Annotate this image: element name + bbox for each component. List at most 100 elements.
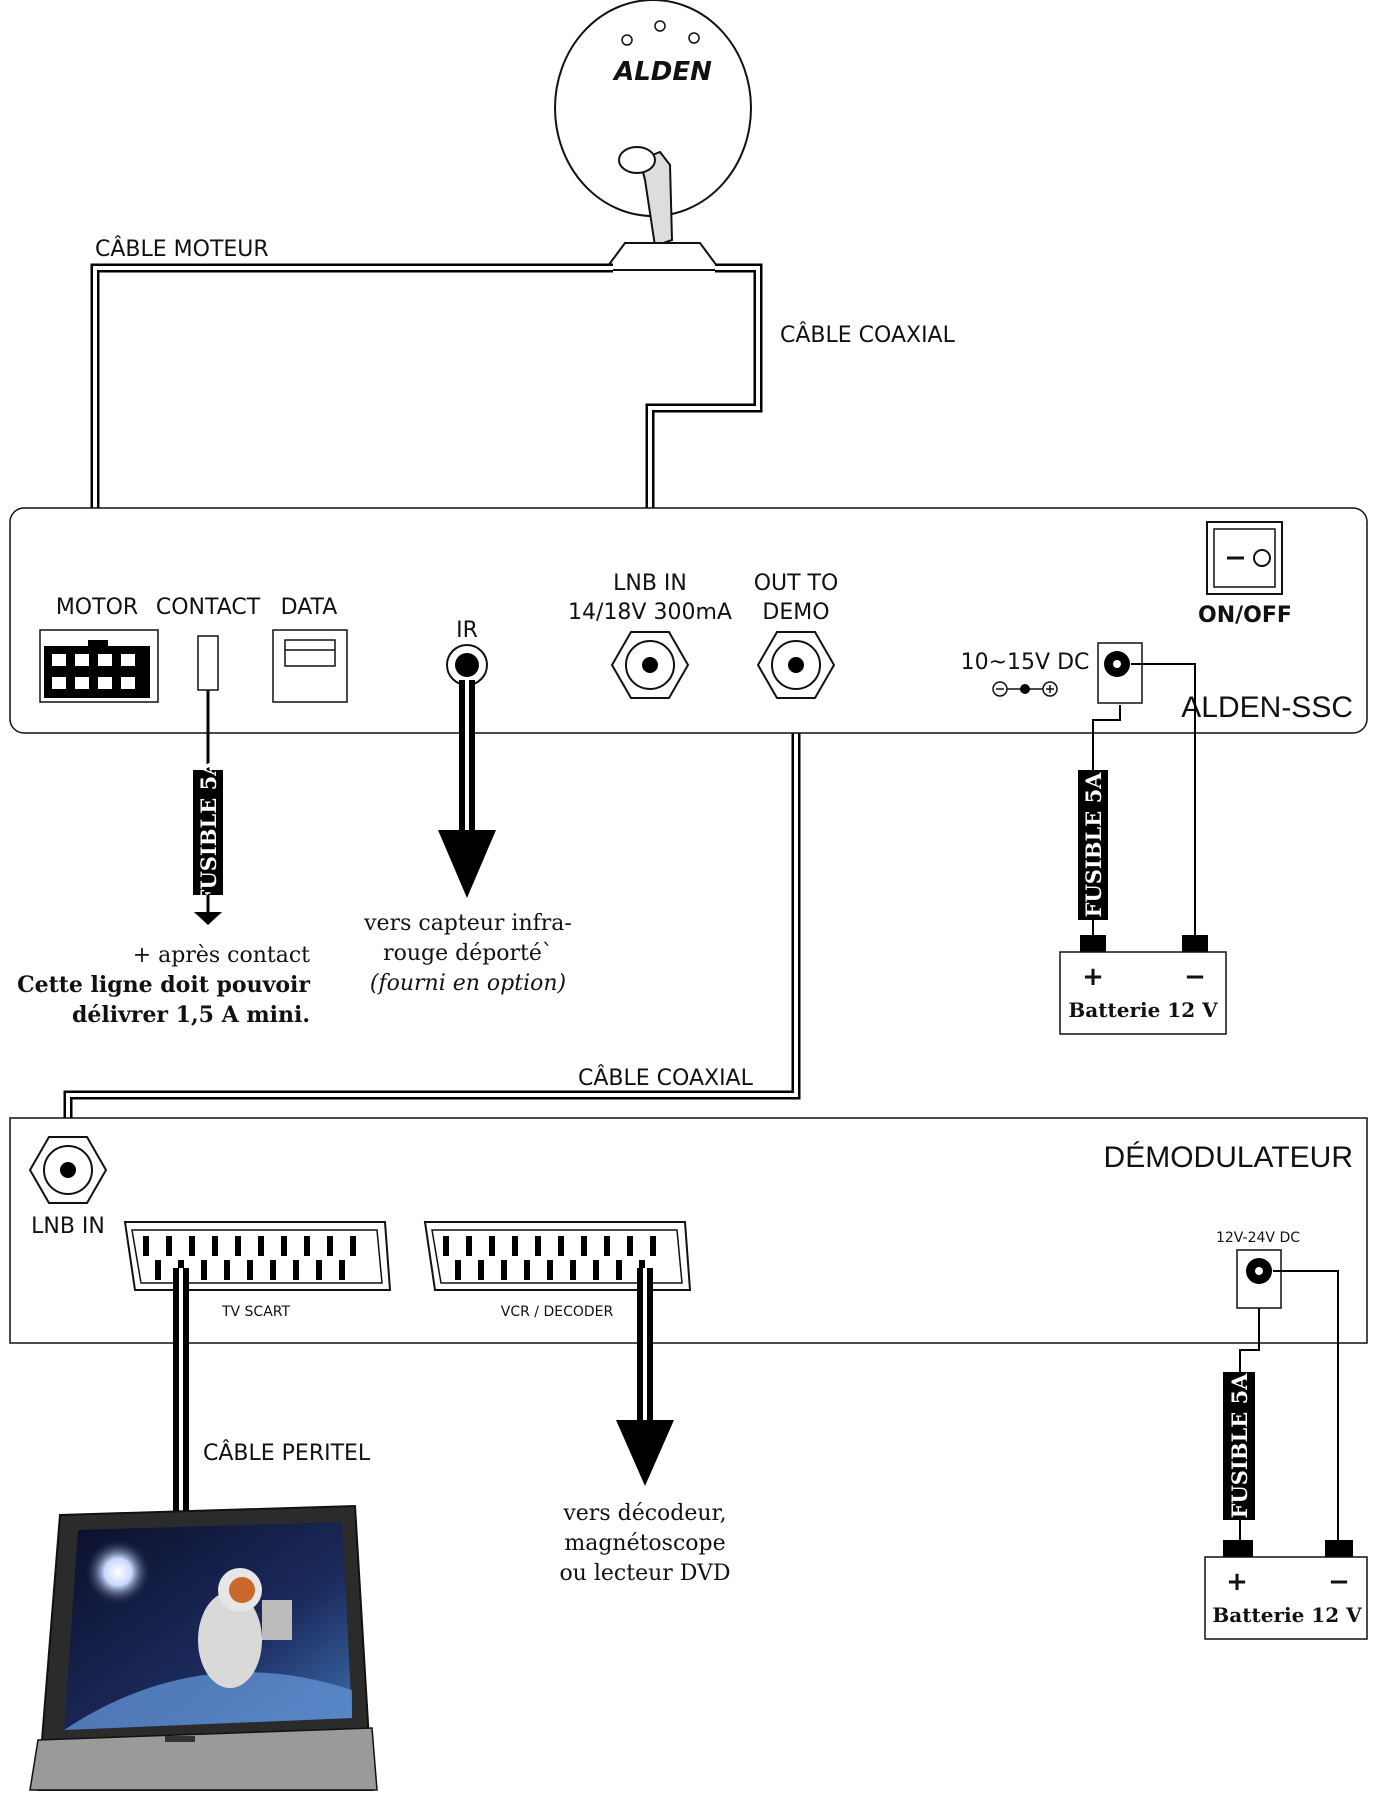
scart-pin	[455, 1260, 461, 1280]
ir-port-label: IR	[456, 618, 478, 643]
motor-connector	[39, 629, 159, 703]
receiver-power-label: 10~15V DC	[961, 650, 1090, 675]
ir-note-3: (fourni en option)	[370, 971, 566, 996]
tv-scart-connector	[123, 1221, 392, 1291]
demod-lnb-in-label: LNB IN	[31, 1214, 105, 1239]
scart-pin	[201, 1260, 207, 1280]
scart-pin	[535, 1236, 541, 1256]
scart-pin	[143, 1236, 149, 1256]
peritel-cable-label: CÂBLE PERITEL	[203, 1440, 371, 1466]
lnb-in-label: LNB IN	[613, 571, 687, 596]
scart-pin	[350, 1236, 356, 1256]
receiver-fuse-label: FUSIBLE 5A	[1081, 772, 1106, 918]
scart-pin	[224, 1260, 230, 1280]
scart-pin	[570, 1260, 576, 1280]
contact-connector	[197, 635, 219, 691]
contact-fuse	[193, 770, 223, 895]
scart-pin	[443, 1236, 449, 1256]
ir-note-2: rouge déporté`	[383, 941, 553, 966]
scart-pin	[489, 1236, 495, 1256]
ir-jack	[446, 644, 488, 686]
vcr-note-3: ou lecteur DVD	[559, 1561, 730, 1586]
contact-note-1: + après contact	[133, 943, 310, 968]
coax-cable-label-mid: CÂBLE COAXIAL	[578, 1065, 754, 1091]
contact-note-2: Cette ligne doit pouvoir	[17, 972, 310, 998]
scart-pin	[604, 1236, 610, 1256]
demod-fuse-label: FUSIBLE 5A	[1227, 1373, 1252, 1519]
scart-pin	[581, 1236, 587, 1256]
out-to-demo-label-2: DEMO	[762, 600, 829, 625]
scart-pin	[235, 1236, 241, 1256]
data-port-label: DATA	[281, 595, 338, 620]
demod-battery	[1204, 1540, 1368, 1640]
ir-arrow-icon	[438, 830, 496, 898]
vcr-note-2: magnétoscope	[564, 1531, 725, 1556]
demod-battery-label: Batterie 12 V	[1212, 1603, 1362, 1627]
vcr-note-1: vers décodeur,	[562, 1501, 726, 1526]
scart-pin	[558, 1236, 564, 1256]
lnb-in-connector	[610, 631, 690, 699]
receiver-fuse	[1078, 770, 1108, 920]
scart-pin	[466, 1236, 472, 1256]
vcr-arrow-icon	[616, 1420, 674, 1486]
receiver-panel: MOTOR CONTACT DATA IR	[9, 507, 1368, 734]
contact-note-3: délivrer 1,5 A mini.	[72, 1002, 310, 1028]
demod-power-label: 12V-24V DC	[1216, 1230, 1300, 1246]
receiver-battery-label: Batterie 12 V	[1068, 998, 1218, 1022]
data-connector	[272, 629, 348, 703]
receiver-battery	[1059, 935, 1227, 1035]
demod-power-jack	[1236, 1249, 1282, 1309]
receiver-power-jack	[1097, 642, 1143, 704]
scart-pin	[316, 1260, 322, 1280]
scart-pin	[247, 1260, 253, 1280]
on-off-label: ON/OFF	[1198, 603, 1292, 628]
demodulator-panel: DÉMODULATEUR LNB IN TV SCART VCR / DECOD…	[9, 1117, 1368, 1344]
receiver-battery-plus: +	[1082, 962, 1104, 992]
scart-pin	[616, 1260, 622, 1280]
demod-fuse	[1223, 1372, 1255, 1520]
scart-pin	[270, 1260, 276, 1280]
scart-pin	[281, 1236, 287, 1256]
contact-port-label: CONTACT	[156, 595, 261, 620]
demod-battery-plus: +	[1226, 1567, 1248, 1597]
coax-cable-label-top: CÂBLE COAXIAL	[780, 322, 956, 348]
scart-pin	[327, 1236, 333, 1256]
scart-pin	[339, 1260, 345, 1280]
demod-lnb-in-connector	[28, 1136, 108, 1204]
television	[29, 1504, 378, 1791]
receiver-name: ALDEN-SSC	[1181, 691, 1353, 724]
scart-pin	[189, 1236, 195, 1256]
dish-brand-logo: ALDEN	[612, 57, 712, 87]
demod-battery-minus: −	[1328, 1567, 1350, 1597]
scart-pin	[512, 1236, 518, 1256]
ir-note-1: vers capteur infra-	[363, 911, 572, 936]
scart-pin	[593, 1260, 599, 1280]
scart-pin	[304, 1236, 310, 1256]
astronaut-image	[198, 1568, 292, 1688]
receiver-battery-minus: −	[1184, 962, 1206, 992]
motor-cable-label: CÂBLE MOTEUR	[95, 236, 269, 262]
out-to-demo-label: OUT TO	[754, 571, 839, 596]
scart-pin	[524, 1260, 530, 1280]
scart-pin	[650, 1236, 656, 1256]
lnb-in-spec-label: 14/18V 300mA	[568, 600, 732, 625]
scart-pin	[166, 1236, 172, 1256]
scart-pin	[627, 1236, 633, 1256]
contact-fuse-label: FUSIBLE 5A	[196, 759, 221, 905]
scart-pin	[258, 1236, 264, 1256]
on-off-switch[interactable]	[1206, 521, 1283, 595]
tv-scart-label: TV SCART	[221, 1304, 291, 1320]
scart-pin	[478, 1260, 484, 1280]
vcr-scart-label: VCR / DECODER	[501, 1304, 614, 1320]
vcr-scart-connector	[423, 1221, 692, 1291]
scart-pin	[212, 1236, 218, 1256]
scart-pin	[501, 1260, 507, 1280]
satellite-dish: ALDEN	[554, 0, 752, 271]
scart-pin	[293, 1260, 299, 1280]
polarity-symbol-icon	[992, 681, 1058, 697]
motor-port-label: MOTOR	[56, 595, 138, 620]
demodulator-name: DÉMODULATEUR	[1104, 1141, 1353, 1174]
scart-pin	[547, 1260, 553, 1280]
scart-pin	[155, 1260, 161, 1280]
contact-arrow-icon	[194, 912, 222, 925]
